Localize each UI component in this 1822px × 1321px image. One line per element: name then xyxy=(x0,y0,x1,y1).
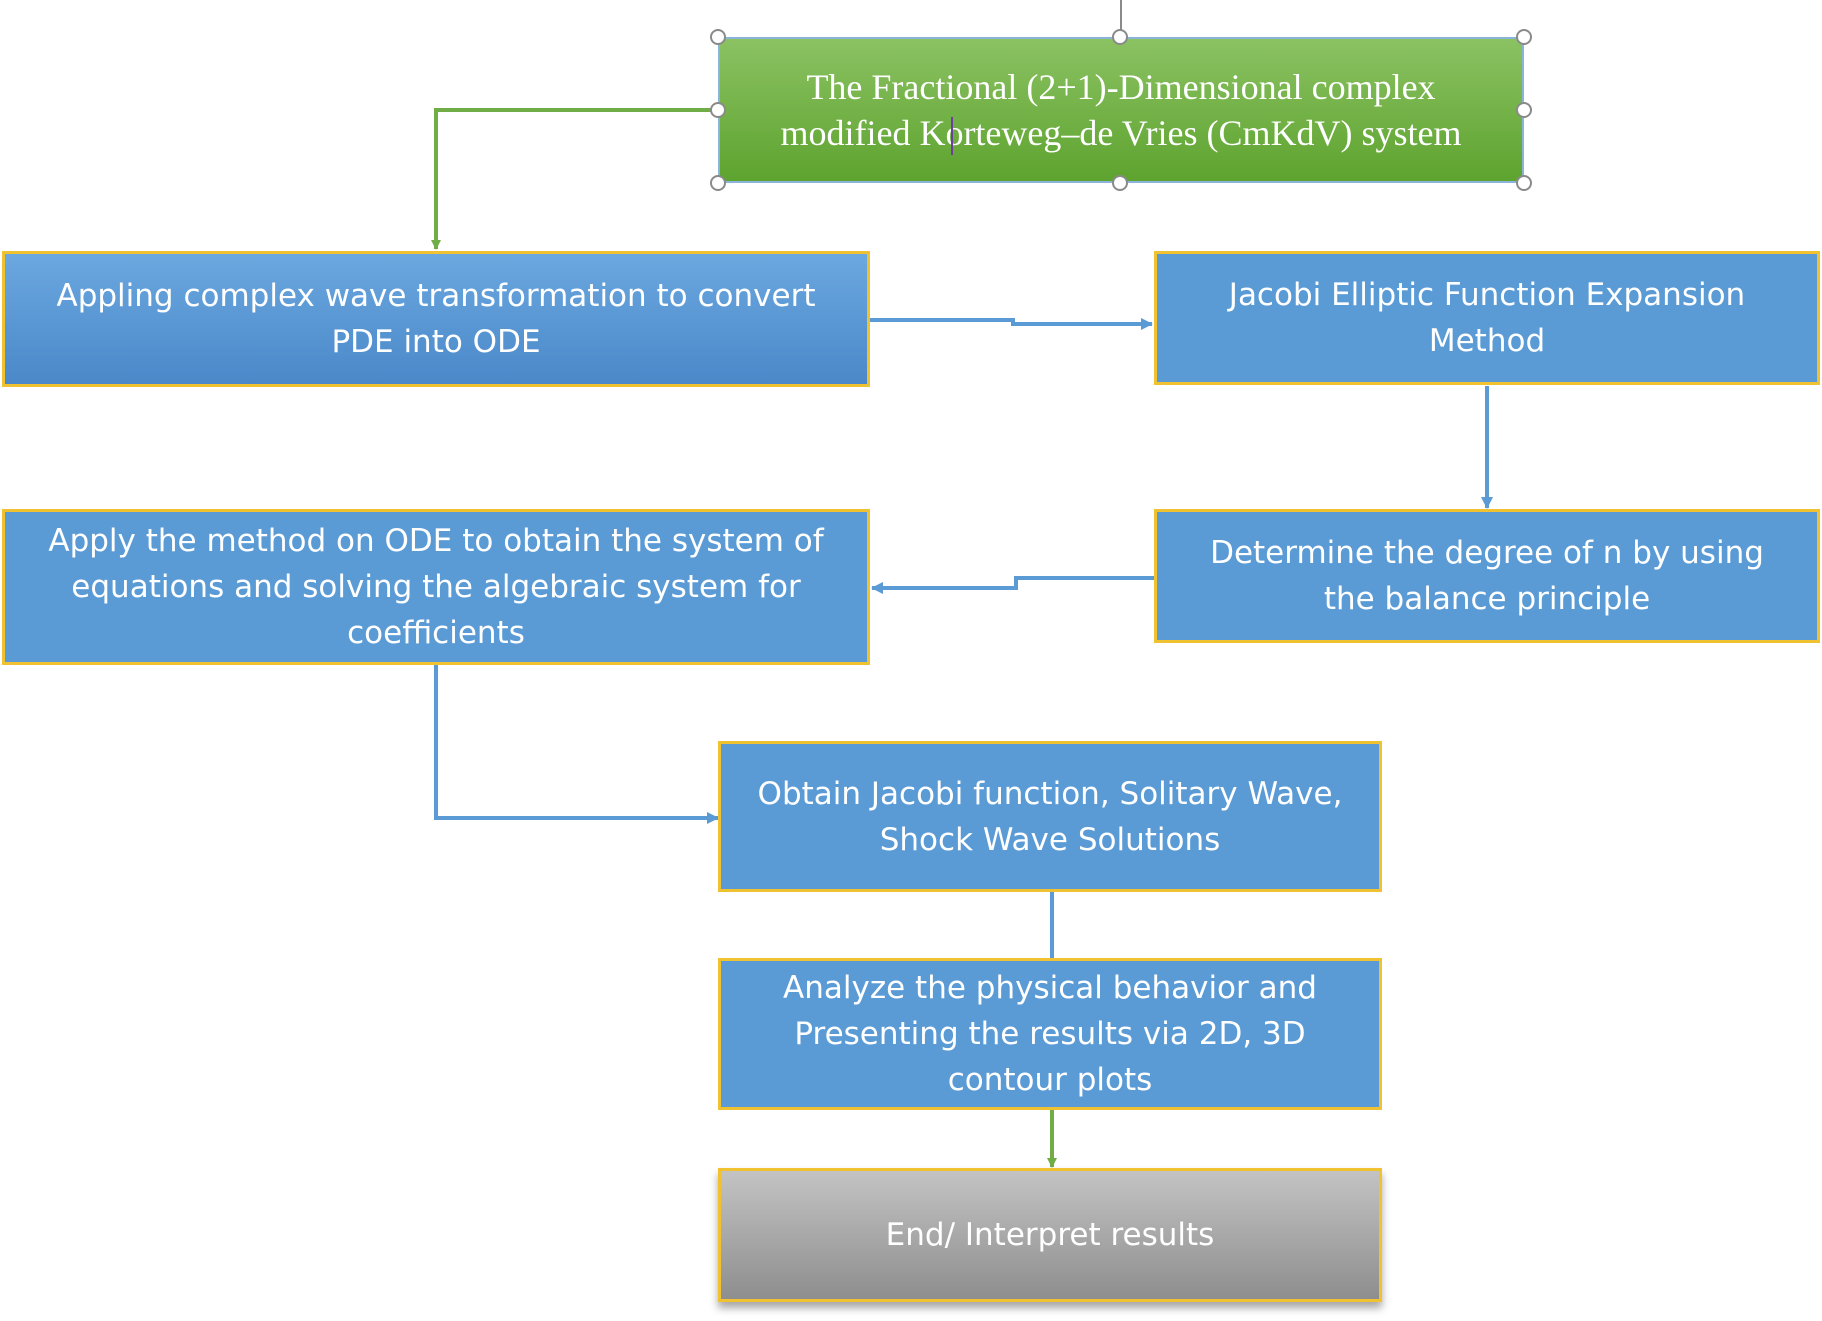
resize-handle-top-center[interactable] xyxy=(1112,29,1128,45)
apply-method-node-text: Apply the method on ODE to obtain the sy… xyxy=(48,523,824,651)
resize-handle-bottom-left[interactable] xyxy=(710,175,726,191)
resize-handle-middle-right[interactable] xyxy=(1516,102,1532,118)
balance-principle-node-text: Determine the degree of n by using the b… xyxy=(1210,535,1764,617)
analyze-node-text: Analyze the physical behavior and Presen… xyxy=(783,970,1317,1098)
end-node-text: End/ Interpret results xyxy=(885,1217,1215,1253)
title-node-text: The Fractional (2+1)-Dimensional complex… xyxy=(780,67,1462,153)
end-node[interactable]: End/ Interpret results xyxy=(718,1168,1382,1302)
resize-handle-top-left[interactable] xyxy=(710,29,726,45)
edge-balance-to-apply-method xyxy=(871,576,1154,594)
edge-title-to-wave-transform xyxy=(431,108,718,250)
solutions-node[interactable]: Obtain Jacobi function, Solitary Wave, S… xyxy=(718,741,1382,892)
text-cursor xyxy=(951,117,953,155)
analyze-node[interactable]: Analyze the physical behavior and Presen… xyxy=(718,958,1382,1110)
jacobi-method-node-text: Jacobi Elliptic Function Expansion Metho… xyxy=(1228,277,1746,359)
wave-transform-node[interactable]: Appling complex wave transformation to c… xyxy=(2,251,870,387)
solutions-node-text: Obtain Jacobi function, Solitary Wave, S… xyxy=(757,775,1343,858)
title-node[interactable]: The Fractional (2+1)-Dimensional complex… xyxy=(718,37,1524,183)
apply-method-node[interactable]: Apply the method on ODE to obtain the sy… xyxy=(2,509,870,665)
balance-principle-node[interactable]: Determine the degree of n by using the b… xyxy=(1154,509,1820,643)
edge-wave-transform-to-jacobi xyxy=(870,318,1153,330)
resize-handle-top-right[interactable] xyxy=(1516,29,1532,45)
resize-handle-middle-left[interactable] xyxy=(710,102,726,118)
edge-apply-method-to-solutions xyxy=(434,665,719,824)
wave-transform-node-text: Appling complex wave transformation to c… xyxy=(56,278,816,360)
resize-handle-bottom-right[interactable] xyxy=(1516,175,1532,191)
jacobi-method-node[interactable]: Jacobi Elliptic Function Expansion Metho… xyxy=(1154,251,1820,385)
rotation-handle-line xyxy=(1120,0,1122,30)
resize-handle-bottom-center[interactable] xyxy=(1112,175,1128,191)
